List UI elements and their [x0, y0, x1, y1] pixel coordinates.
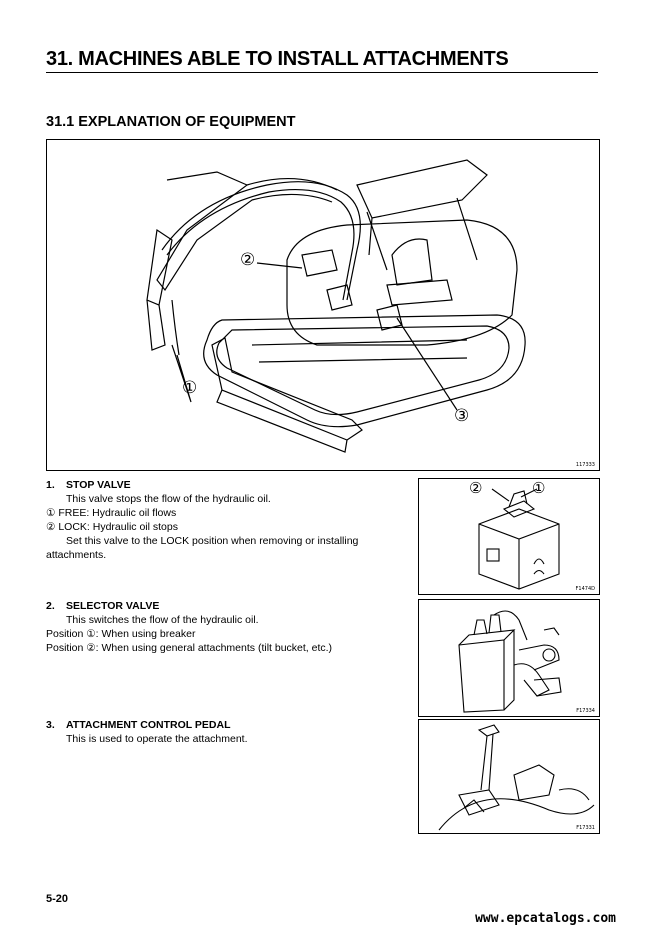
item-line: This is used to operate the attachment. [66, 733, 248, 745]
figure-code: F1474D [575, 586, 595, 592]
item-selector-valve: 2.SELECTOR VALVE This switches the flow … [46, 599, 416, 655]
excavator-illustration [146, 159, 526, 453]
page-number: 5-20 [46, 893, 69, 905]
figure-code: F17331 [576, 825, 595, 831]
stop-valve-illustration [478, 488, 560, 590]
callout-3: ③ [454, 406, 470, 425]
figure-code: 117333 [575, 462, 595, 468]
item-line: This switches the flow of the hydraulic … [66, 614, 259, 626]
item-title: 1.STOP VALVE [46, 479, 131, 491]
callout-1: ① [182, 378, 198, 397]
item-line: ② LOCK: Hydraulic oil stops [46, 521, 178, 533]
callout-1: ① [532, 480, 546, 497]
item-line: Set this valve to the LOCK position when… [66, 535, 359, 547]
item-line: Position ②: When using general attachmen… [46, 642, 333, 654]
selector-valve-figure: F17334 [418, 599, 600, 717]
attachment-pedal-illustration [438, 724, 595, 831]
stop-valve-figure: ② ① F1474D [418, 478, 600, 595]
callout-2: ② [240, 250, 256, 269]
item-attachment-pedal: 3.ATTACHMENT CONTROL PEDAL This is used … [46, 718, 416, 746]
selector-valve-illustration [458, 610, 562, 713]
watermark: www.epcatalogs.com [475, 911, 616, 926]
attachment-pedal-figure: F17331 [418, 719, 600, 834]
figure-code: F17334 [576, 708, 595, 714]
chapter-title: 31. MACHINES ABLE TO INSTALL ATTACHMENTS [46, 48, 509, 70]
item-line: ① FREE: Hydraulic oil flows [46, 507, 177, 519]
item-line: Position ①: When using breaker [46, 628, 196, 640]
excavator-figure: ① ② ③ 117333 [46, 139, 600, 471]
item-line: attachments. [46, 549, 107, 561]
item-stop-valve: 1.STOP VALVE This valve stops the flow o… [46, 478, 416, 562]
section-title: 31.1 EXPLANATION OF EQUIPMENT [46, 114, 296, 130]
item-line: This valve stops the flow of the hydraul… [66, 493, 271, 505]
item-title: 2.SELECTOR VALVE [46, 600, 160, 612]
chapter-title-rule [46, 72, 598, 73]
item-title: 3.ATTACHMENT CONTROL PEDAL [46, 719, 231, 731]
callout-2: ② [469, 480, 483, 497]
